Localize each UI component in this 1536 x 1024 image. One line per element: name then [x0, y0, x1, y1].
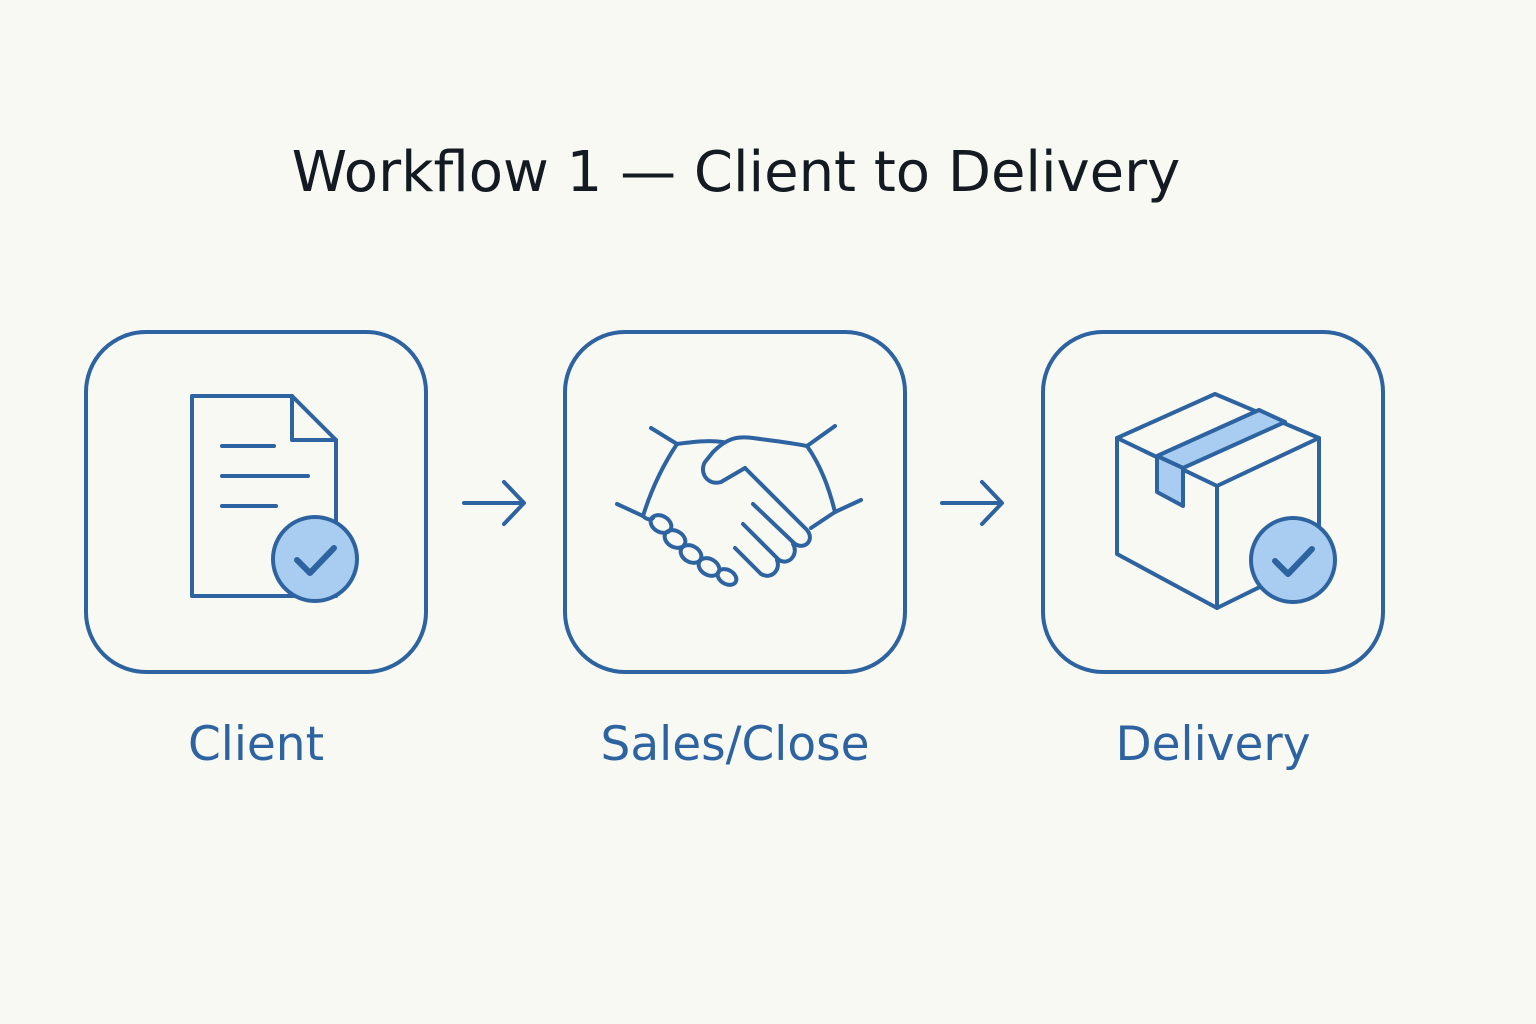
step-sales-close-card	[563, 330, 907, 674]
step-client-card	[84, 330, 428, 674]
handshake-icon	[615, 424, 863, 587]
step-delivery-card	[1041, 330, 1385, 674]
document-check-icon	[190, 394, 359, 603]
step-client-label: Client	[187, 717, 325, 772]
arrow-right-icon	[462, 480, 526, 526]
arrow-right-icon	[940, 480, 1004, 526]
step-delivery-label: Delivery	[1115, 717, 1311, 772]
diagram-title: Workflow 1 — Client to Delivery	[291, 140, 1181, 205]
package-check-icon	[1115, 392, 1337, 610]
step-sales-close-label: Sales/Close	[600, 717, 870, 772]
